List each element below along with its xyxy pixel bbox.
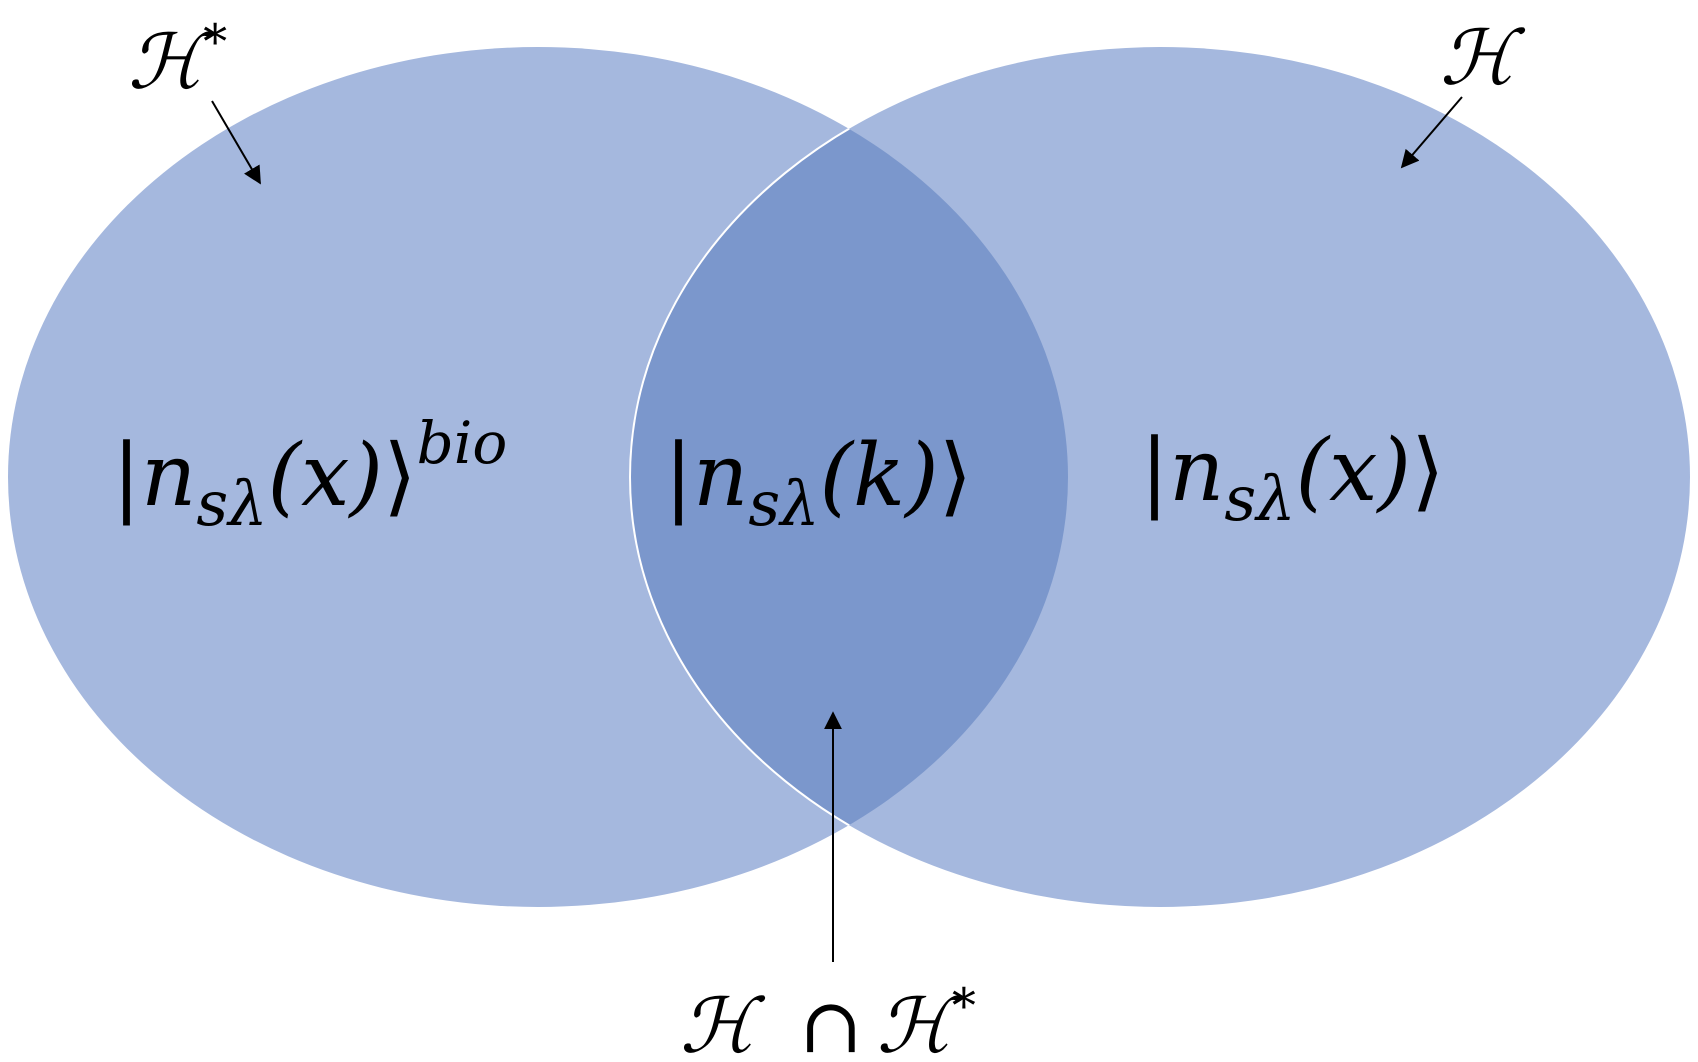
intersection-outline [629,47,1068,907]
middle-ket: |nsλ(k)⟩ [664,426,972,540]
intersection-label: ℋ∩ℋ* [680,978,976,1062]
left-set-label: ℋ* [128,14,227,106]
intersection-region [630,47,1068,907]
left-ket-arg: (x) [268,426,384,526]
left-ket-sub: sλ [196,467,267,540]
right-ket: |nsλ(x)⟩ [1140,421,1445,535]
right-set-label-script: ℋ [1440,13,1526,102]
intersection-label-sup: * [952,978,976,1034]
left-ket-close: ⟩ [383,426,417,526]
right-set-label: ℋ [1440,13,1526,102]
middle-ket-sub: sλ [748,467,819,540]
middle-ket-n: n [693,426,748,526]
right-ket-bar: | [1140,421,1169,521]
left-ket-n: n [141,426,196,526]
left-set-label-sup: * [203,14,227,70]
right-ket-arg: (x) [1296,421,1412,521]
left-set-arrow [211,100,261,185]
left-ket-sup: bio [417,409,508,477]
right-set-arrow [1400,96,1463,169]
left-ket-bar: | [112,426,141,526]
intersection-label-right: ℋ [877,981,963,1062]
left-set-label-script: ℋ [128,17,214,106]
right-ket-n: n [1169,421,1224,521]
intersection-label-operator: ∩ [799,981,863,1062]
intersection-label-left: ℋ [680,981,766,1062]
right-ket-sub: sλ [1224,462,1295,535]
middle-ket-close: ⟩ [939,426,973,526]
middle-ket-bar: | [664,426,693,526]
right-ket-close: ⟩ [1411,421,1445,521]
left-ket: |nsλ(x)⟩bio [112,409,507,540]
middle-ket-arg: (k) [820,426,939,526]
